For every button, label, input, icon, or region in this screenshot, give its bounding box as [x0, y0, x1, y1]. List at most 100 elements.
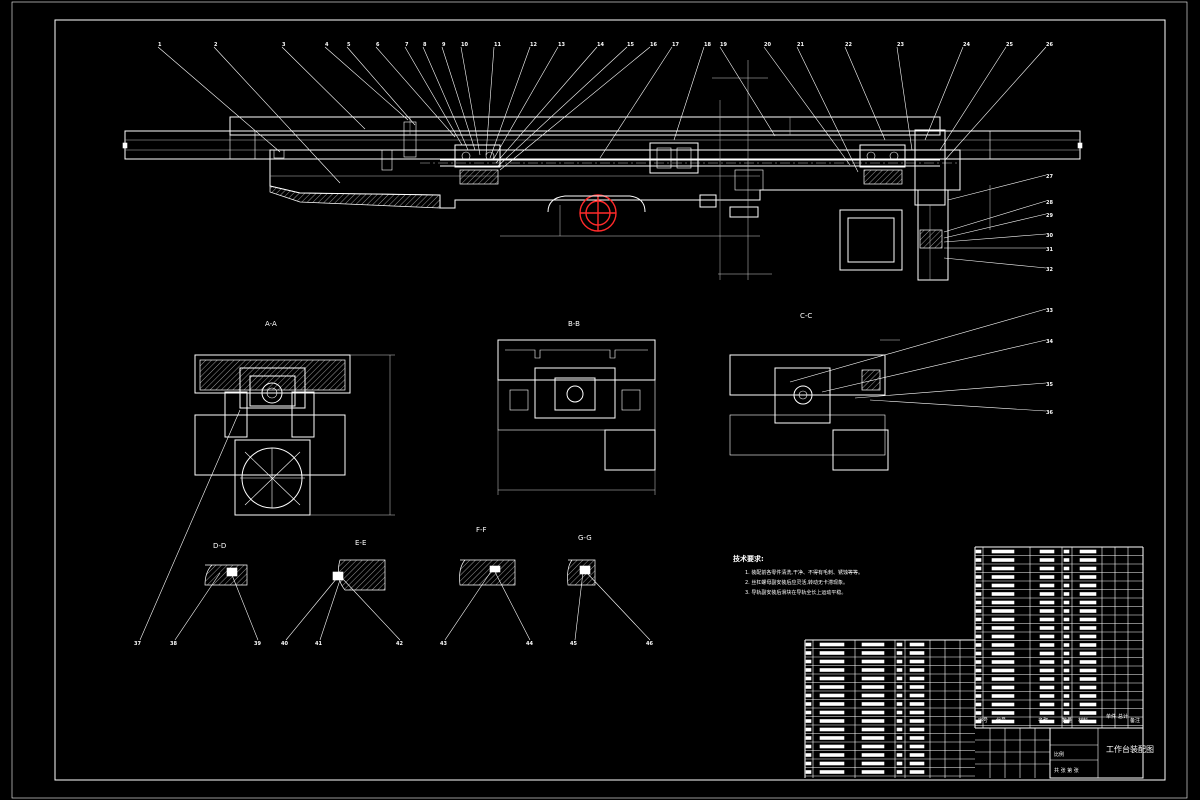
- callout-28: 28: [943, 200, 1053, 233]
- svg-text:24: 24: [963, 42, 970, 48]
- bom-cell-mark: [1063, 626, 1070, 630]
- bom-cell-mark: [975, 549, 982, 554]
- bom-cell-mark: [991, 651, 1015, 656]
- bom-cell-mark: [1079, 549, 1097, 554]
- callout-19: 19: [719, 42, 776, 137]
- bom-cell-mark: [975, 583, 982, 588]
- bom-cell-mark: [819, 685, 845, 689]
- bom-cell-mark: [1079, 575, 1097, 579]
- callout-7: 7: [404, 42, 463, 146]
- callout-43: 43: [440, 569, 493, 647]
- section-view-a: A-A: [194, 320, 395, 516]
- svg-text:16: 16: [650, 42, 657, 48]
- bom-cell-mark: [991, 719, 1015, 724]
- callout-33: 33: [789, 308, 1053, 383]
- bom-cell-mark: [1039, 592, 1055, 596]
- callout-41: 41: [315, 579, 341, 647]
- bom-cell-mark: [909, 710, 925, 715]
- svg-text:14: 14: [597, 42, 604, 48]
- svg-text:名称: 名称: [1038, 717, 1048, 724]
- svg-text:10: 10: [461, 42, 468, 48]
- bom-cell-mark: [896, 668, 903, 672]
- callout-11: 11: [485, 42, 501, 156]
- bom-cell-mark: [1063, 592, 1070, 596]
- bom-cell-mark: [819, 676, 845, 681]
- bom-cell-mark: [1063, 583, 1070, 588]
- bom-cell-mark: [861, 719, 885, 723]
- bom-cell-mark: [819, 770, 845, 774]
- bom-cell-mark: [861, 753, 885, 757]
- svg-text:32: 32: [1046, 267, 1053, 273]
- bom-cell-mark: [909, 659, 925, 664]
- bom-cell-mark: [861, 710, 885, 715]
- svg-text:9: 9: [442, 42, 446, 48]
- bom-cell-mark: [896, 693, 903, 698]
- bom-cell-mark: [1079, 643, 1097, 647]
- bom-cell-mark: [861, 685, 885, 689]
- svg-text:37: 37: [134, 641, 141, 647]
- callout-39: 39: [231, 574, 261, 647]
- detail-view-g: G-G: [567, 534, 596, 586]
- bom-cell-mark: [805, 710, 812, 715]
- bom-cell-mark: [991, 702, 1015, 707]
- bom-cell-mark: [909, 744, 925, 749]
- svg-text:1: 1: [158, 42, 162, 48]
- bom-cell-mark: [1079, 600, 1097, 605]
- bom-cell-mark: [991, 626, 1015, 630]
- bom-cell-mark: [1063, 600, 1070, 605]
- bom-cell-mark: [991, 711, 1015, 715]
- svg-text:17: 17: [672, 42, 679, 48]
- sheet-label: 共 张 第 张: [1054, 767, 1079, 774]
- svg-text:25: 25: [1006, 42, 1013, 48]
- callout-37: 37: [134, 409, 241, 647]
- detail-view-e: E-E: [332, 539, 386, 591]
- svg-text:38: 38: [170, 641, 177, 647]
- svg-text:27: 27: [1046, 174, 1053, 180]
- svg-text:19: 19: [720, 42, 727, 48]
- bom-cell-mark: [1063, 685, 1070, 690]
- bom-header-row: 序号 代号 名称 数量 材料 单件 总计 备注: [978, 713, 1140, 724]
- callout-31: 31: [944, 247, 1053, 253]
- svg-text:材料: 材料: [1078, 717, 1088, 724]
- svg-text:15: 15: [627, 42, 634, 48]
- bom-cell-mark: [861, 676, 885, 681]
- bom-cell-mark: [991, 668, 1015, 673]
- bom-cell-mark: [1063, 609, 1070, 613]
- bom-cell-mark: [819, 753, 845, 757]
- callout-34: 34: [821, 339, 1053, 393]
- bom-cell-mark: [1079, 685, 1097, 690]
- bom-cell-mark: [861, 659, 885, 664]
- svg-text:13: 13: [558, 42, 565, 48]
- svg-text:34: 34: [1046, 339, 1053, 345]
- bom-cell-mark: [861, 642, 885, 647]
- callout-25: 25: [939, 42, 1013, 151]
- bom-cell-mark: [1063, 549, 1070, 554]
- bom-cell-mark: [1079, 719, 1097, 724]
- callout-3: 3: [281, 42, 366, 130]
- svg-text:30: 30: [1046, 233, 1053, 239]
- section-view-b: B-B: [497, 320, 656, 495]
- bom-cell-mark: [1039, 694, 1055, 698]
- main-assembly-view: [122, 60, 1083, 281]
- outer-border: [11, 1, 1188, 799]
- callout-27: 27: [947, 174, 1053, 201]
- callout-22: 22: [844, 42, 886, 141]
- bom-cell-mark: [1079, 711, 1097, 715]
- bom-cell-mark: [896, 702, 903, 706]
- bom-cell-mark: [896, 642, 903, 647]
- svg-text:33: 33: [1046, 308, 1053, 314]
- inner-border: [54, 19, 1166, 781]
- bom-cell-mark: [805, 702, 812, 706]
- bom-cell-mark: [975, 719, 982, 724]
- bom-cell-mark: [975, 617, 982, 622]
- svg-text:43: 43: [440, 641, 447, 647]
- bom-cell-mark: [1039, 702, 1055, 707]
- svg-text:28: 28: [1046, 200, 1053, 206]
- bom-cell-mark: [1079, 609, 1097, 613]
- callout-20: 20: [763, 42, 851, 166]
- bom-cell-mark: [991, 660, 1015, 664]
- svg-text:40: 40: [281, 641, 288, 647]
- svg-text:45: 45: [570, 641, 577, 647]
- bom-cell-mark: [991, 634, 1015, 639]
- bom-cell-mark: [805, 744, 812, 749]
